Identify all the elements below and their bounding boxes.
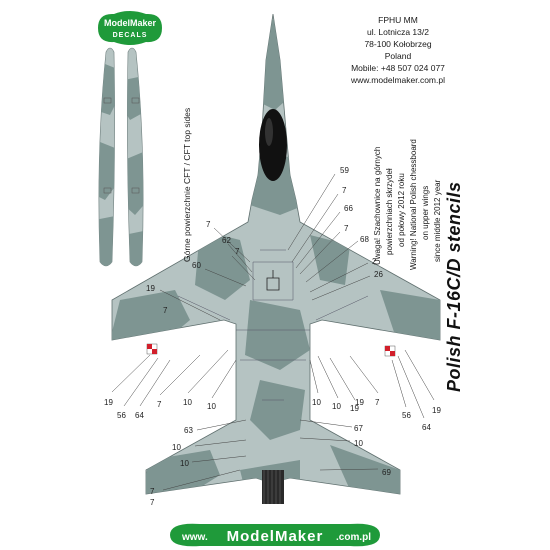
callout-7: 7 xyxy=(163,306,168,315)
callout-64: 64 xyxy=(422,423,431,432)
sheet-title: Polish F-16C/D stencils xyxy=(444,181,464,392)
note-en-line2: on upper wings xyxy=(421,185,430,240)
note-en-line3: since middle 2012 year xyxy=(433,179,442,262)
callout-numbers: 59 7 66 7 68 2 26 7 62 7 60 19 19 56 64 … xyxy=(104,166,441,507)
company-name: FPHU MM xyxy=(378,15,418,25)
country: Poland xyxy=(384,51,412,61)
callout-59: 59 xyxy=(340,166,349,175)
street-address: ul. Lotnicza 13/2 xyxy=(367,27,429,37)
callout-56: 56 xyxy=(402,411,411,420)
callout-7: 7 xyxy=(206,220,211,229)
callout-10: 10 xyxy=(183,398,192,407)
website-link[interactable]: www.modelmaker.com.pl xyxy=(350,75,445,85)
callout-7: 7 xyxy=(150,498,155,507)
modelmaker-logo-bottom: www. ModelMaker .com.pl xyxy=(170,523,380,547)
leader-lines xyxy=(111,173,435,491)
callout-62: 62 xyxy=(222,236,231,245)
callout-10: 10 xyxy=(312,398,321,407)
cft-right xyxy=(127,47,144,267)
callout-26: 26 xyxy=(374,270,383,279)
callout-69: 69 xyxy=(382,468,391,477)
callout-66: 66 xyxy=(344,204,353,213)
callout-60: 60 xyxy=(192,261,201,270)
modelmaker-logo-top: ModelMaker DECALS xyxy=(98,11,162,45)
callout-7: 7 xyxy=(150,487,155,496)
roundel-right xyxy=(384,345,396,357)
f16-top-view xyxy=(111,13,441,504)
callout-19: 19 xyxy=(104,398,113,407)
city-address: 78-100 Kołobrzeg xyxy=(364,39,432,49)
callout-7: 7 xyxy=(342,186,347,195)
canopy xyxy=(259,109,287,181)
callout-7: 7 xyxy=(375,398,380,407)
roundel-left xyxy=(146,343,158,355)
callout-7: 7 xyxy=(235,247,240,256)
cft-caption: Górne powierzchnie CFT / CFT top sides xyxy=(182,107,192,262)
callout-19: 19 xyxy=(355,398,364,407)
callout-10: 10 xyxy=(172,443,181,452)
callout-63: 63 xyxy=(184,426,193,435)
logo-top-line2: DECALS xyxy=(113,32,148,39)
callout-7: 7 xyxy=(157,400,162,409)
callout-7: 7 xyxy=(344,224,349,233)
callout-2: 2 xyxy=(372,257,377,266)
callout-10: 10 xyxy=(180,459,189,468)
callout-19: 19 xyxy=(146,284,155,293)
note-pl-line2: powierzchniach skrzydeł xyxy=(385,168,394,255)
callout-68: 68 xyxy=(360,235,369,244)
callout-10: 10 xyxy=(332,402,341,411)
logo-top-line1: ModelMaker xyxy=(104,18,157,28)
logo-bottom-suffix: .com.pl xyxy=(336,532,371,543)
note-pl-line1: Uwaga! Szachownice na górnych xyxy=(373,146,382,265)
callout-64: 64 xyxy=(135,411,144,420)
callout-10: 10 xyxy=(207,402,216,411)
callout-19: 19 xyxy=(432,406,441,415)
note-pl-line3: od połowy 2012 roku xyxy=(397,173,406,247)
callout-67: 67 xyxy=(354,424,363,433)
note-en-line1: Warning! National Polish chessboard xyxy=(409,139,418,270)
contact-block: FPHU MM ul. Lotnicza 13/2 78-100 Kołobrz… xyxy=(318,14,478,86)
callout-10: 10 xyxy=(354,439,363,448)
engine-nozzle xyxy=(262,470,284,504)
logo-bottom-prefix: www. xyxy=(181,532,208,543)
mobile-number: Mobile: +48 507 024 077 xyxy=(351,63,445,73)
callout-19: 19 xyxy=(350,404,359,413)
callout-56: 56 xyxy=(117,411,126,420)
cft-left xyxy=(98,47,115,267)
logo-bottom-name: ModelMaker xyxy=(227,528,324,545)
